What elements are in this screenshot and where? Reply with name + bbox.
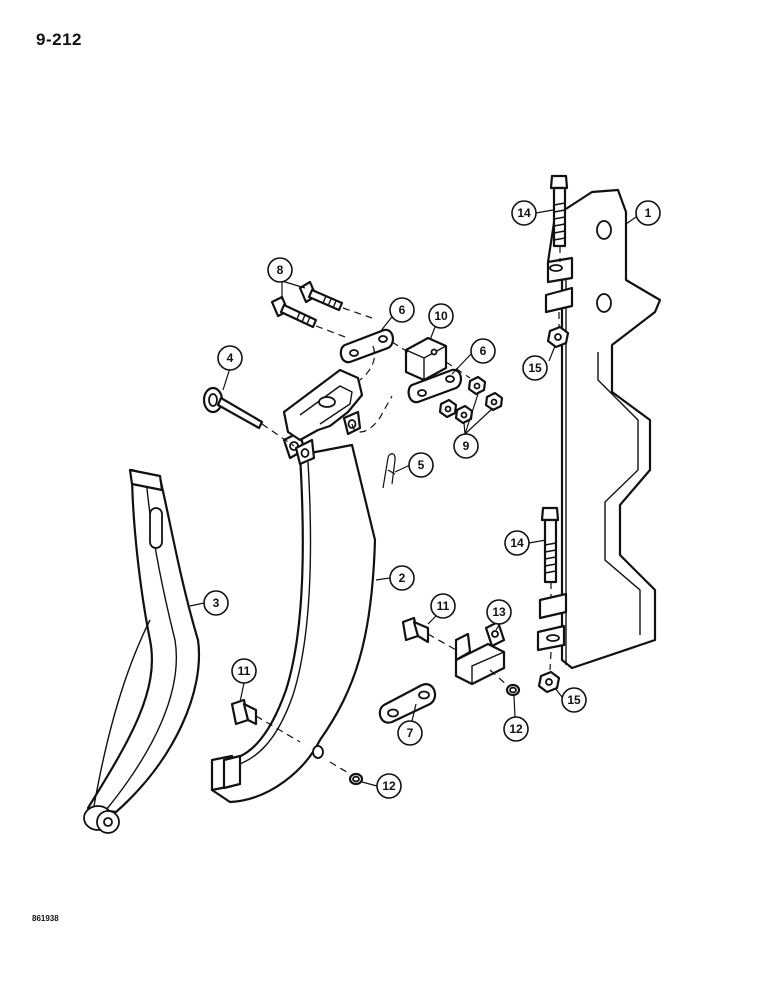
callout-label: 11 (437, 599, 450, 613)
callout-5: 5 (408, 452, 434, 478)
part-15-nut-upper (546, 325, 570, 349)
callout-1: 1 (635, 200, 661, 226)
callout-leader-lines (189, 209, 637, 787)
callout-label: 14 (510, 536, 524, 550)
part-10-block (404, 336, 448, 382)
callout-label: 15 (567, 693, 581, 707)
part-9-nut-2 (484, 391, 504, 412)
callout-12-lower: 12 (376, 773, 402, 799)
callout-4: 4 (217, 345, 243, 371)
callout-2: 2 (389, 565, 415, 591)
page-number: 9-212 (36, 30, 82, 49)
callout-3: 3 (203, 590, 229, 616)
part-6-link-plate-lower (407, 368, 462, 404)
callout-label: 4 (227, 351, 234, 365)
part-6-link-plate-upper (339, 328, 394, 364)
part-3-lever-arm (83, 468, 201, 834)
callout-label: 9 (463, 439, 470, 453)
callout-label: 5 (418, 458, 425, 472)
part-1-frame-bracket (536, 188, 662, 670)
callout-13: 13 (486, 599, 512, 625)
part-9-nut-4 (438, 398, 458, 419)
callout-14-upper: 14 (511, 200, 537, 226)
part-12-snap-ring-upper (505, 683, 521, 697)
callout-11-lower: 11 (231, 658, 257, 684)
callout-6-lower: 6 (470, 338, 496, 364)
part-12-snap-ring-lower (348, 772, 364, 786)
callout-label: 12 (382, 779, 396, 793)
part-9-nut-3 (454, 404, 474, 425)
callout-label: 11 (238, 664, 251, 678)
callout-10: 10 (428, 303, 454, 329)
part-5-hairpin-clip (382, 453, 396, 489)
callout-label: 6 (480, 344, 487, 358)
part-11-pin-lower (230, 698, 258, 726)
callout-15-lower: 15 (561, 687, 587, 713)
part-8-bolt-upper (298, 280, 344, 312)
part-14-bolt-lower (540, 506, 560, 584)
part-8-bolt-lower (270, 295, 318, 329)
callout-14-lower: 14 (504, 530, 530, 556)
part-7-link-plate (378, 683, 437, 724)
part-14-bolt-upper (549, 174, 569, 248)
callout-label: 3 (213, 596, 220, 610)
callout-9: 9 (453, 433, 479, 459)
part-4-ring-pin (202, 386, 264, 430)
callout-12-upper: 12 (503, 716, 529, 742)
callout-label: 1 (645, 206, 652, 220)
callout-7: 7 (397, 720, 423, 746)
assembly-alignment-lines (255, 246, 561, 775)
callout-label: 13 (492, 605, 506, 619)
part-13-clevis (454, 620, 506, 686)
callout-label: 10 (434, 309, 448, 323)
callout-8: 8 (267, 257, 293, 283)
callout-label: 7 (407, 726, 414, 740)
callout-label: 15 (528, 361, 542, 375)
callout-15-upper: 15 (522, 355, 548, 381)
callout-label: 14 (517, 206, 531, 220)
part-9-nut-1 (467, 375, 487, 396)
part-15-nut-lower (537, 670, 561, 694)
part-11-pin-upper (401, 616, 430, 644)
callout-label: 2 (399, 571, 406, 585)
callout-11-upper: 11 (430, 593, 456, 619)
part-2-pedal-lever (210, 368, 377, 804)
callout-label: 8 (277, 263, 284, 277)
callout-label: 12 (509, 722, 523, 736)
callout-6-upper: 6 (389, 297, 415, 323)
figure-code: 861938 (32, 914, 59, 923)
callout-label: 6 (399, 303, 406, 317)
